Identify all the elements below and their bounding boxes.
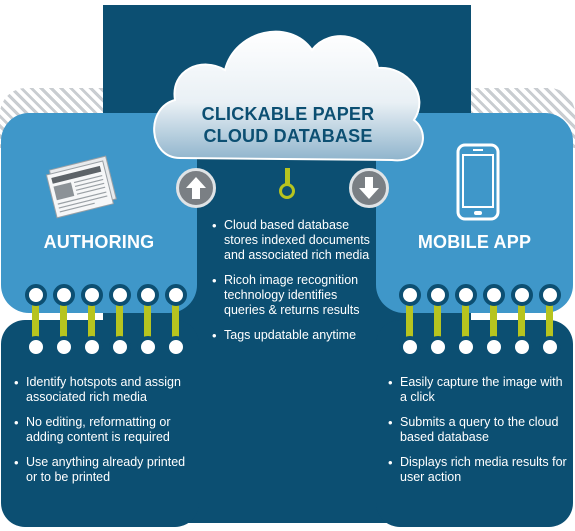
- smartphone-icon: [456, 143, 500, 221]
- arrow-up-icon: [186, 177, 206, 199]
- mobile-app-heading: MOBILE APP: [417, 232, 532, 252]
- cloud-connector-node: [279, 183, 295, 199]
- arrow-down-icon: [359, 177, 379, 199]
- authoring-bullet-3: Use anything already printed or to be pr…: [14, 455, 194, 485]
- mobile-bullet-list: Easily capture the image with a click Su…: [388, 375, 568, 495]
- mobile-bullet-2: Submits a query to the cloud based datab…: [388, 415, 568, 445]
- newspaper-icon: [45, 155, 117, 219]
- authoring-bullet-1: Identify hotspots and assign associated …: [14, 375, 194, 405]
- cloud-connector: [285, 168, 290, 186]
- upload-arrow-button: [176, 168, 216, 208]
- database-bullet-1: Cloud based database stores indexed docu…: [212, 218, 377, 263]
- database-bullet-3: Tags updatable anytime: [212, 328, 377, 343]
- authoring-bullet-2: No editing, reformatting or adding conte…: [14, 415, 194, 445]
- cloud-shape: [153, 30, 424, 162]
- authoring-bullet-list: Identify hotspots and assign associated …: [14, 375, 194, 495]
- database-bullet-2: Ricoh image recognition technology ident…: [212, 273, 377, 318]
- authoring-heading: AUTHORING: [43, 232, 155, 252]
- download-arrow-button: [349, 168, 389, 208]
- cloud-title: CLICKABLE PAPER CLOUD DATABASE: [201, 104, 375, 146]
- mobile-bullet-1: Easily capture the image with a click: [388, 375, 568, 405]
- mobile-bullet-3: Displays rich media results for user act…: [388, 455, 568, 485]
- database-bullet-list: Cloud based database stores indexed docu…: [212, 218, 377, 353]
